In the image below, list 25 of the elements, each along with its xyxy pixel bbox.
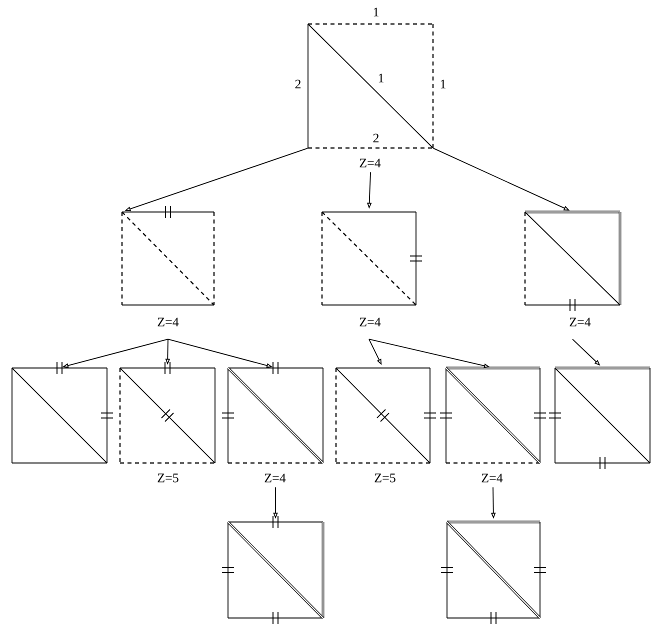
graph-square bbox=[119, 362, 216, 464]
graph-square bbox=[440, 520, 546, 624]
graph-square bbox=[524, 210, 622, 312]
z-label: Z=4 bbox=[482, 474, 503, 482]
edge-weight-label: 1 bbox=[378, 74, 384, 82]
edge-weight-label: 2 bbox=[295, 80, 301, 88]
graph-square bbox=[440, 366, 546, 464]
graph-square bbox=[308, 23, 434, 149]
z-label: Z=5 bbox=[158, 474, 178, 482]
edge-weight-label: 1 bbox=[440, 80, 446, 88]
graph-square bbox=[548, 366, 650, 470]
z-label: Z=4 bbox=[158, 318, 179, 326]
z-label: Z=4 bbox=[360, 158, 381, 168]
graph-square bbox=[222, 516, 324, 624]
z-label: Z=4 bbox=[570, 318, 591, 326]
z-label: Z=4 bbox=[264, 474, 286, 482]
graph-square bbox=[121, 206, 215, 306]
graph-square bbox=[335, 368, 436, 464]
edge-weight-label: 1 bbox=[374, 8, 378, 16]
z-label: Z=5 bbox=[374, 474, 396, 482]
graph-square bbox=[12, 362, 114, 464]
z-label: Z=4 bbox=[360, 318, 381, 326]
graph-square bbox=[321, 212, 422, 306]
graph-square bbox=[222, 362, 324, 464]
edge-weight-label: 2 bbox=[373, 134, 379, 142]
